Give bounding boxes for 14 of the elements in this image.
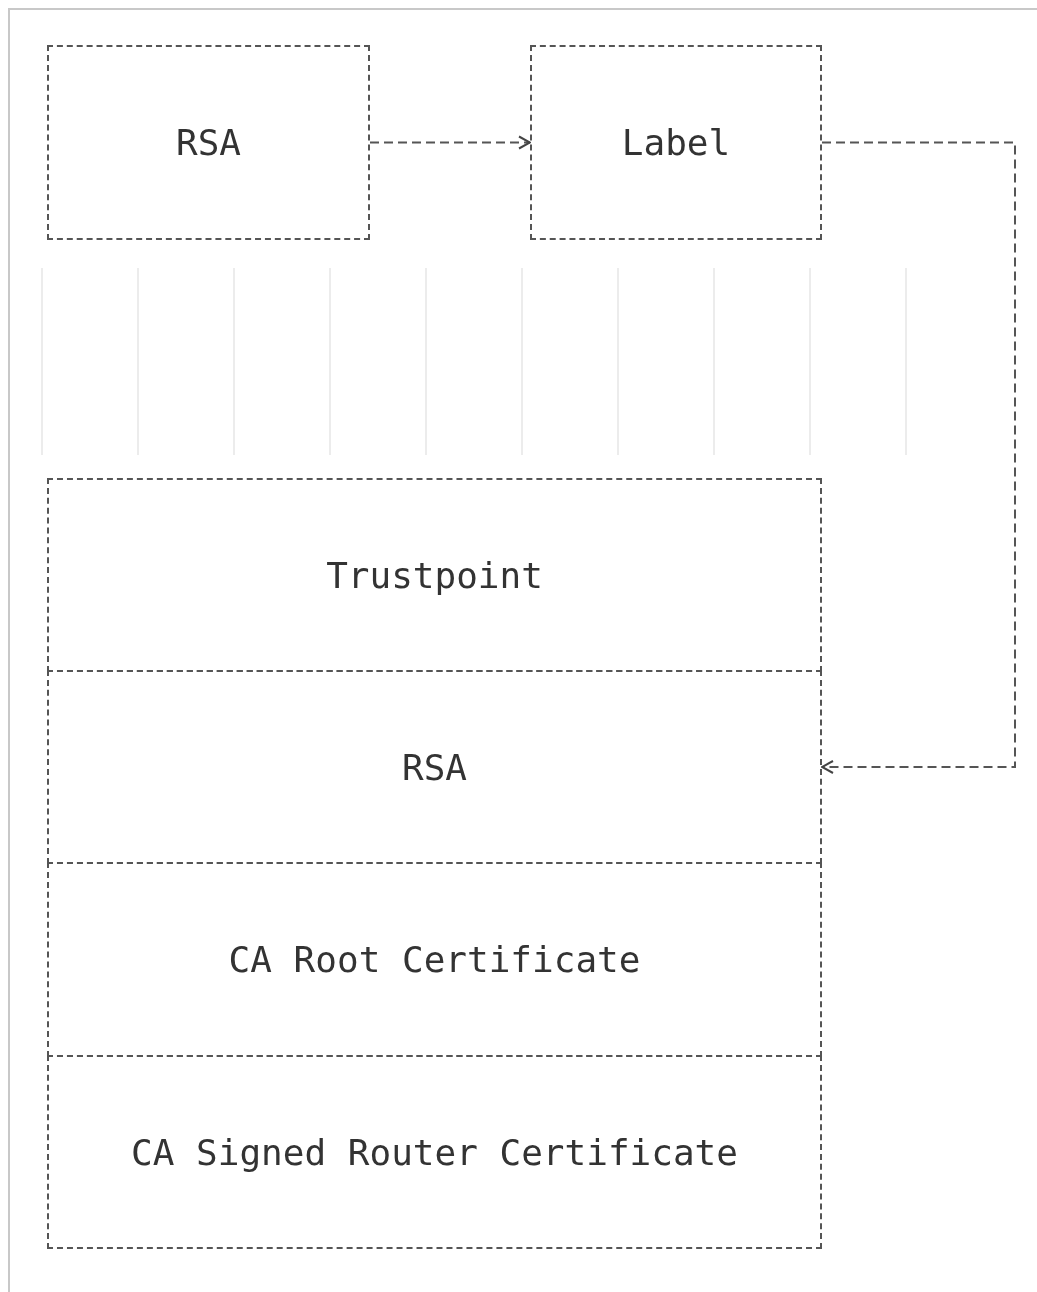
dashed-box bbox=[47, 1055, 822, 1249]
box-label: Label bbox=[621, 122, 731, 163]
arrow bbox=[369, 135, 531, 150]
box-label: CA Signed Router Certificate bbox=[131, 1131, 738, 1173]
box-label: CA Root Certificate bbox=[228, 939, 641, 980]
dashed-box bbox=[47, 478, 822, 672]
dashed-box bbox=[47, 862, 822, 1057]
arrow bbox=[821, 141, 1016, 774]
dashed-box bbox=[47, 45, 370, 240]
box-label: RSA bbox=[402, 746, 467, 788]
dashed-box bbox=[47, 670, 822, 864]
box-label: Trustpoint bbox=[326, 554, 543, 596]
dashed-box bbox=[530, 45, 822, 240]
box-label: RSA bbox=[176, 122, 241, 163]
